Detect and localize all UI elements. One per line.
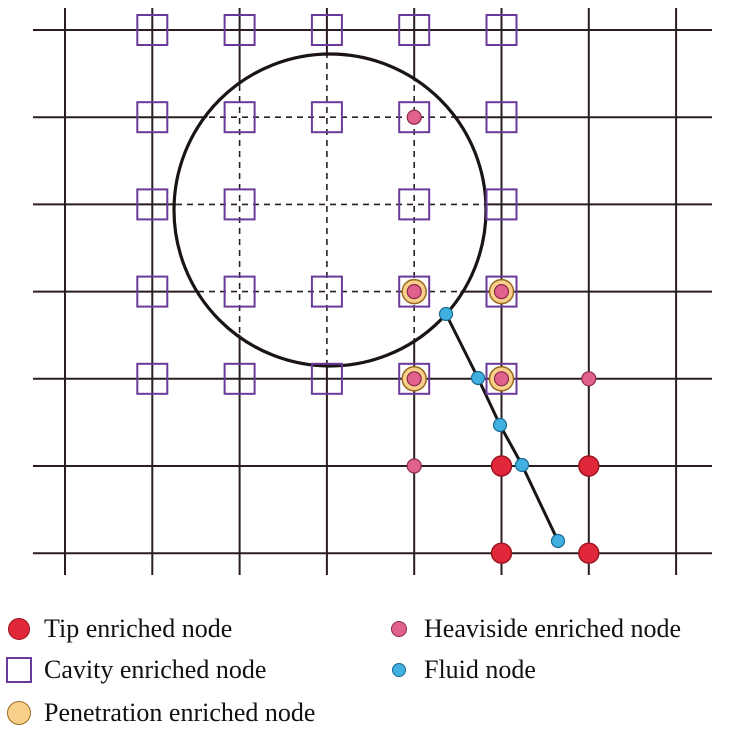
tip-node-icon — [4, 614, 34, 644]
legend-item-tip: Tip enriched node — [4, 610, 232, 648]
cavity-enriched-node — [136, 275, 169, 308]
legend-label-tip: Tip enriched node — [44, 614, 233, 643]
heaviside-enriched-node — [493, 284, 510, 300]
fluid-node — [492, 417, 508, 433]
legend-item-heaviside: Heaviside enriched node — [384, 610, 681, 648]
fluid-node — [438, 306, 454, 322]
tip-enriched-node — [578, 542, 600, 564]
heaviside-enriched-node — [406, 371, 422, 387]
fluid-nodes — [438, 306, 566, 549]
tip-enriched-node — [490, 455, 513, 477]
penetration-node-icon — [4, 698, 34, 728]
cavity-enriched-node — [136, 101, 169, 134]
cavity-enriched-node — [398, 14, 431, 46]
cavity-enriched-node — [223, 14, 256, 46]
legend-item-cavity: Cavity enriched node — [4, 651, 266, 689]
cavity-enriched-node — [398, 188, 431, 221]
legend-label-fluid: Fluid node — [424, 655, 536, 684]
cavity-enriched-node — [136, 14, 169, 46]
cavity-enriched-node — [310, 275, 343, 308]
cavity-enriched-node — [485, 101, 518, 134]
heaviside-enriched-node — [406, 458, 422, 474]
cavity-enriched-node — [310, 14, 343, 46]
legend-label-penetration: Penetration enriched node — [44, 698, 316, 727]
cavity-enriched-node — [398, 362, 431, 395]
tip-enriched-nodes — [490, 455, 600, 564]
cavity-enriched-node — [223, 188, 256, 221]
legend-label-heaviside: Heaviside enriched node — [424, 614, 682, 643]
cavity-enriched-node — [223, 362, 256, 395]
heaviside-node-icon — [384, 614, 414, 644]
tip-enriched-node — [578, 455, 600, 477]
heaviside-enriched-nodes — [406, 109, 597, 474]
legend-label-cavity: Cavity enriched node — [44, 655, 267, 684]
cavity-enriched-node — [485, 362, 518, 395]
heaviside-enriched-node — [493, 371, 510, 387]
fluid-node — [550, 533, 566, 549]
fluid-node — [470, 370, 486, 386]
cavity-enriched-node — [310, 362, 343, 395]
tip-enriched-node — [490, 542, 513, 564]
cavity-enriched-node — [485, 275, 518, 308]
cavity-enriched-node — [310, 101, 343, 134]
cavity-enriched-node — [485, 188, 518, 221]
heaviside-enriched-node — [406, 109, 422, 125]
cavity-enriched-nodes — [136, 14, 518, 395]
cavity-node-icon — [4, 655, 34, 685]
heaviside-enriched-node — [581, 371, 597, 387]
legend-item-fluid: Fluid node — [384, 651, 536, 689]
fluid-node-icon — [384, 655, 414, 685]
cavity-enriched-node — [485, 14, 518, 46]
heaviside-enriched-node — [406, 284, 422, 300]
legend-item-penetration: Penetration enriched node — [4, 694, 315, 732]
cavity-enriched-node — [223, 275, 256, 308]
cavity-enriched-node — [398, 275, 431, 308]
cavity-enriched-node — [136, 362, 169, 395]
fluid-node — [514, 457, 530, 473]
cavity-enriched-node — [398, 101, 431, 134]
enrichment-diagram — [33, 8, 712, 575]
cavity-enriched-node — [136, 188, 169, 221]
legend: Tip enriched node Cavity enriched node P… — [0, 600, 744, 730]
cavity-enriched-node — [223, 101, 256, 134]
